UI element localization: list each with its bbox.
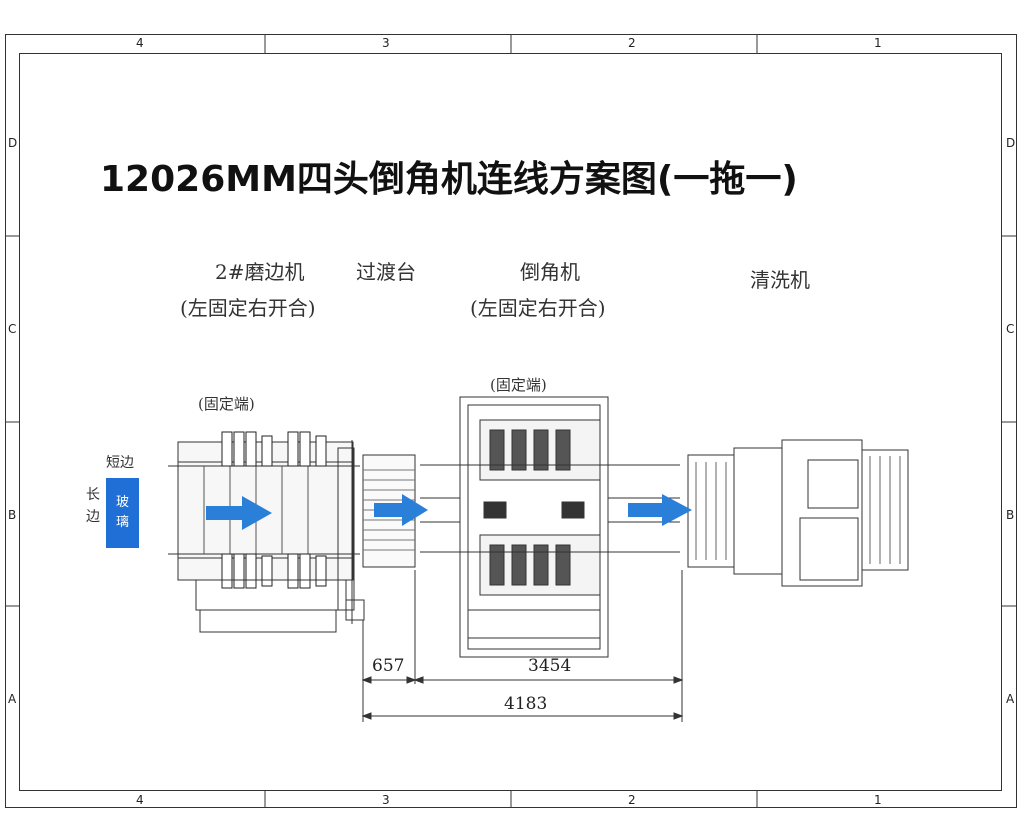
flow-arrow-2 <box>374 494 428 526</box>
flow-arrow-3 <box>628 494 692 526</box>
transfer-name: 过渡台 <box>356 260 416 284</box>
edger-note: (左固定右开合) <box>180 296 316 320</box>
grid-row-label: D <box>8 136 18 150</box>
dimension-total: 4183 <box>504 694 548 714</box>
grid-col-label: 3 <box>382 36 390 50</box>
grid-row-label: A <box>8 692 17 706</box>
grid-row-label: B <box>1006 508 1015 522</box>
glass-label-1: 玻 <box>115 495 129 510</box>
edger-name: 2#磨边机 <box>215 260 305 284</box>
grid-row-label: C <box>1006 322 1015 336</box>
short-edge-label: 短边 <box>106 455 134 471</box>
washer-machine <box>687 439 909 587</box>
grid-col-label: 2 <box>628 36 636 50</box>
drawing-border <box>19 53 1002 791</box>
grid-col-label: 3 <box>382 793 390 807</box>
glass-block: 玻 璃 <box>106 478 139 548</box>
grid-col-label: 2 <box>628 793 636 807</box>
grid-row-label: B <box>8 508 17 522</box>
flow-arrows <box>206 494 692 530</box>
grid-col-label: 4 <box>136 793 144 807</box>
grid-col-label: 1 <box>874 36 882 50</box>
flow-arrow-1 <box>206 496 272 530</box>
glass-label-2: 璃 <box>115 515 129 530</box>
dimension-transfer: 657 <box>372 656 405 676</box>
chamfer-machine <box>420 396 680 658</box>
grid-row-label: D <box>1006 136 1016 150</box>
drawing-title: 12026MM四头倒角机连线方案图(一拖一) <box>100 159 798 200</box>
grid-col-label: 4 <box>136 36 144 50</box>
long-edge-label-1: 长 <box>86 487 100 503</box>
grid-row-label: A <box>1006 692 1015 706</box>
grid-row-label: C <box>8 322 17 336</box>
chamfer-name: 倒角机 <box>520 260 580 284</box>
washer-name: 清洗机 <box>750 268 810 292</box>
dimension-chamfer: 3454 <box>528 656 572 676</box>
edger-machine <box>168 431 365 633</box>
grid-col-label: 1 <box>874 793 882 807</box>
chamfer-fixed-end: (固定端) <box>490 376 547 394</box>
edger-fixed-end: (固定端) <box>198 395 255 413</box>
dimension-lines <box>361 570 684 722</box>
chamfer-note: (左固定右开合) <box>470 296 606 320</box>
long-edge-label-2: 边 <box>86 509 100 525</box>
